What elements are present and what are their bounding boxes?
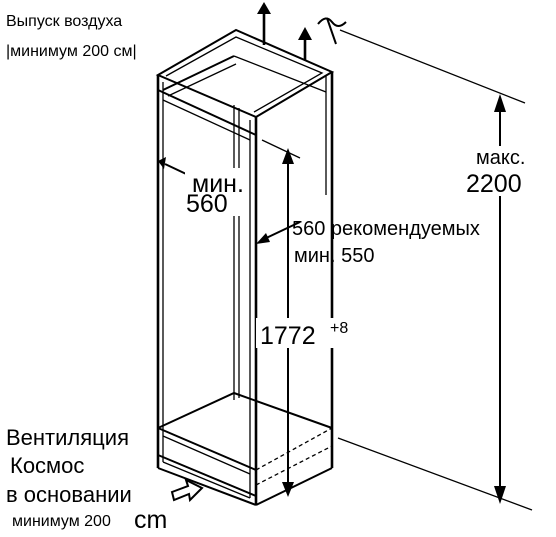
upper-shelf-front-2 (162, 99, 251, 141)
width-label-bg (185, 168, 247, 216)
inlet-arrow-shape (170, 478, 204, 503)
ventilation-inlet-arrow (170, 478, 204, 503)
air-arrow-1-head (257, 2, 271, 14)
niche-height-arrow-top (282, 148, 294, 164)
top-note: Выпуск воздуха |минимум 200 см| (6, 13, 137, 60)
base-top-back (157, 391, 333, 429)
upper-shelf-left (162, 55, 235, 91)
width-label-min: мин. (192, 170, 244, 198)
ventilation-unit: cm (134, 506, 167, 532)
cabinet-top-rim (165, 36, 324, 113)
base-top-front (157, 427, 257, 471)
height-extension-top (339, 29, 526, 104)
upper-shelf-left-2 (167, 63, 237, 97)
height-extension-bottom (337, 437, 533, 511)
width-note: мин. 560 (185, 168, 247, 218)
base-bottom-front (157, 454, 257, 497)
break-symbol-line (326, 17, 337, 45)
ventilation-label: Вентиляция (6, 425, 129, 450)
niche-height-note: 1772 +8 (256, 318, 350, 350)
height-note: макс. 2200 (464, 146, 534, 198)
niche-height-arrow-bottom (282, 482, 294, 497)
air-outlet-arrows (257, 2, 312, 60)
ventilation-space-label: Космос (10, 453, 84, 478)
air-outlet-minimum: |минимум 200 см| (6, 43, 137, 60)
depth-note: 560 рекомендуемых мин. 550 (292, 218, 480, 267)
base-floor-right (255, 467, 333, 506)
air-arrow-2-head (298, 27, 312, 40)
bottom-note: Вентиляция Космос в основании минимум 20… (6, 425, 167, 534)
hidden-line-1 (255, 427, 333, 471)
height-label-max: макс. (476, 147, 525, 169)
base-top-front-2 (162, 435, 251, 475)
niche-height-bg (256, 318, 350, 348)
hidden-line-2 (255, 445, 333, 486)
width-arrow-left (158, 157, 166, 169)
depth-extension (261, 139, 301, 159)
cabinet-outline (155, 28, 335, 506)
upper-shelf-back (233, 55, 327, 93)
width-label-value: 560 (186, 190, 228, 218)
height-label-value: 2200 (466, 170, 522, 198)
air-outlet-label: Выпуск воздуха (6, 13, 122, 30)
base-floor-front (157, 467, 257, 506)
height-arrow-bottom (494, 486, 506, 504)
height-label-bg (464, 146, 534, 196)
height-arrow-top (494, 94, 506, 112)
depth-label-min: мин. 550 (294, 245, 374, 267)
niche-height-tolerance: +8 (330, 320, 348, 337)
depth-label-recommended: 560 рекомендуемых (292, 218, 480, 240)
break-symbol-curve (317, 17, 347, 27)
niche-height-value: 1772 (260, 322, 316, 350)
ventilation-minimum: минимум 200 (12, 513, 111, 530)
upper-shelf-front (157, 89, 257, 136)
base-floor-front-2 (162, 461, 251, 499)
break-symbol (317, 17, 347, 45)
depth-arrow-left (256, 233, 270, 244)
depth-dimension-line (261, 221, 301, 241)
ventilation-base-label: в основании (6, 482, 132, 507)
